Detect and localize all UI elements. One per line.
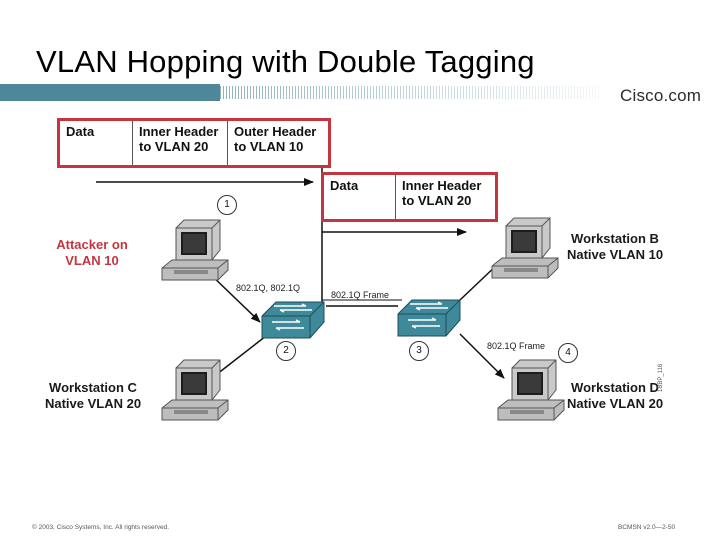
figure-id: 1BBP_116 [658,363,664,392]
link-label-trunk: 802.1Q Frame [331,290,390,300]
original-frame: Data Inner Header to VLAN 20 Outer Heade… [57,118,331,168]
workstation-c-label: Workstation C Native VLAN 20 [44,380,142,411]
workstation-icon [497,359,565,421]
link-label-victim: 802.1Q Frame [487,341,546,351]
frame-field-data: Data [60,121,133,165]
step-marker: 4 [558,343,578,363]
header-band [0,84,220,101]
frame-field-data: Data [324,175,396,219]
switch-icon [261,301,325,339]
slide-title: VLAN Hopping with Double Tagging [36,44,535,79]
attacker-label: Attacker on VLAN 10 [56,237,128,268]
frame-field-inner-header: Inner Header to VLAN 20 [133,121,228,165]
footer-copyright: © 2003, Cisco Systems, Inc. All rights r… [32,524,170,531]
footer-course-code: BCMSN v2.0—2-50 [618,524,676,531]
switch2-wsd-arrow [459,333,505,379]
workstation-d-label: Workstation D Native VLAN 20 [566,380,664,411]
step-marker: 1 [217,195,237,215]
workstation-icon [161,359,229,421]
workstation-b-label: Workstation B Native VLAN 10 [566,231,664,262]
workstation-icon [161,219,229,281]
workstation-icon [491,217,559,279]
switch1-wsc-link [211,335,267,379]
frame-field-inner-header: Inner Header to VLAN 20 [402,178,482,208]
step-marker: 3 [409,341,429,361]
cisco-logo: Cisco.com [620,86,702,105]
step-marker: 2 [276,341,296,361]
switch-icon [397,299,461,337]
forwarded-frame: Data Inner Header to VLAN 20 [321,172,498,222]
frame-field-outer-header: Outer Header to VLAN 10 [234,124,317,154]
link-label-attacker: 802.1Q, 802.1Q [236,283,301,293]
